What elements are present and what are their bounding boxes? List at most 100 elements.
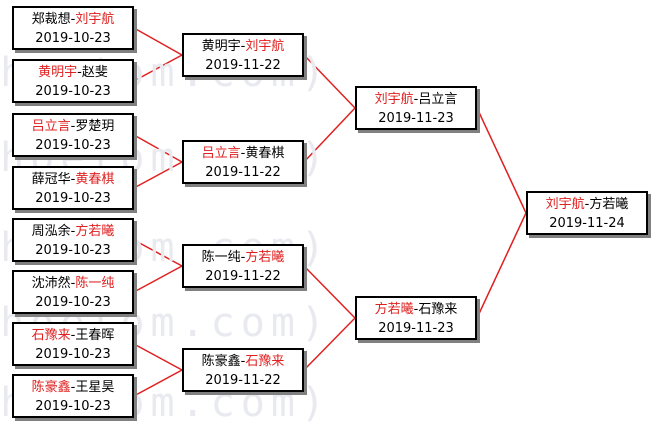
match-date: 2019-10-23 bbox=[35, 295, 111, 310]
connector-line bbox=[133, 161, 183, 189]
player-name: 方若曦 bbox=[75, 224, 115, 239]
connector-line bbox=[476, 212, 527, 319]
match-date: 2019-10-23 bbox=[35, 84, 111, 99]
player-name: 吕立言 bbox=[418, 92, 458, 107]
connector-line bbox=[303, 317, 356, 371]
match-date: 2019-10-23 bbox=[35, 138, 111, 153]
match-players: 黄明宇-赵斐 bbox=[14, 63, 132, 83]
match-players: 吕立言-黄春棋 bbox=[184, 144, 302, 164]
separator: - bbox=[70, 224, 76, 239]
separator: - bbox=[584, 197, 590, 212]
separator: - bbox=[70, 12, 76, 27]
connector-line bbox=[133, 265, 183, 293]
connector-line bbox=[133, 134, 183, 163]
player-name: 王星昊 bbox=[75, 380, 115, 395]
player-name: 黄明宇 bbox=[38, 65, 78, 80]
match-date: 2019-10-23 bbox=[35, 399, 111, 414]
separator: - bbox=[240, 146, 246, 161]
connector-line bbox=[133, 54, 183, 82]
match-date: 2019-10-23 bbox=[35, 243, 111, 258]
player-name: 吕立言 bbox=[31, 119, 71, 134]
separator: - bbox=[70, 172, 76, 187]
match-date: 2019-11-22 bbox=[205, 58, 281, 73]
player-name: 石豫来 bbox=[245, 354, 285, 369]
match-players: 陈豪鑫-石豫来 bbox=[184, 352, 302, 372]
player-name: 方若曦 bbox=[589, 197, 629, 212]
player-name: 陈豪鑫 bbox=[31, 380, 71, 395]
separator: - bbox=[240, 39, 246, 54]
connector-line bbox=[133, 27, 183, 56]
player-name: 薛冠华 bbox=[31, 172, 71, 187]
match-date: 2019-11-22 bbox=[205, 269, 281, 284]
separator: - bbox=[70, 276, 76, 291]
connector-line bbox=[303, 54, 356, 109]
player-name: 沈沛然 bbox=[31, 276, 71, 291]
player-name: 刘宇航 bbox=[245, 39, 285, 54]
match-players: 薛冠华-黄春棋 bbox=[14, 170, 132, 190]
match-date: 2019-11-22 bbox=[205, 165, 281, 180]
player-name: 黄春棋 bbox=[75, 172, 115, 187]
player-name: 陈一纯 bbox=[201, 250, 241, 265]
match-players: 周泓余-方若曦 bbox=[14, 222, 132, 242]
connector-line bbox=[133, 369, 183, 397]
player-name: 刘宇航 bbox=[75, 12, 115, 27]
match-date: 2019-11-23 bbox=[378, 111, 454, 126]
connector-line bbox=[303, 265, 356, 319]
match-date: 2019-11-24 bbox=[549, 216, 625, 231]
separator: - bbox=[70, 119, 76, 134]
player-name: 陈豪鑫 bbox=[201, 354, 241, 369]
player-name: 王春晖 bbox=[75, 328, 115, 343]
match-box[interactable]: 刘宇航-方若曦 2019-11-24 bbox=[526, 191, 648, 235]
connector-line bbox=[476, 107, 527, 214]
player-name: 方若曦 bbox=[245, 250, 285, 265]
player-name: 吕立言 bbox=[201, 146, 241, 161]
match-date: 2019-10-23 bbox=[35, 191, 111, 206]
player-name: 刘宇航 bbox=[374, 92, 414, 107]
separator: - bbox=[240, 250, 246, 265]
player-name: 石豫来 bbox=[31, 328, 71, 343]
separator: - bbox=[240, 354, 246, 369]
match-date: 2019-11-22 bbox=[205, 373, 281, 388]
separator: - bbox=[413, 92, 419, 107]
match-date: 2019-10-23 bbox=[35, 31, 111, 46]
player-name: 郑裁想 bbox=[31, 12, 71, 27]
player-name: 方若曦 bbox=[374, 302, 414, 317]
player-name: 周泓余 bbox=[31, 224, 71, 239]
player-name: 陈一纯 bbox=[75, 276, 115, 291]
match-box[interactable]: 石豫来-王春晖 2019-10-23 bbox=[12, 322, 134, 366]
match-date: 2019-10-23 bbox=[35, 347, 111, 362]
match-box[interactable]: 刘宇航-吕立言 2019-11-23 bbox=[355, 86, 477, 130]
player-name: 刘宇航 bbox=[545, 197, 585, 212]
match-players: 方若曦-石豫来 bbox=[357, 300, 475, 320]
match-players: 沈沛然-陈一纯 bbox=[14, 274, 132, 294]
match-players: 陈豪鑫-王星昊 bbox=[14, 378, 132, 398]
player-name: 石豫来 bbox=[418, 302, 458, 317]
player-name: 黄明宇 bbox=[201, 39, 241, 54]
match-players: 黄明宇-刘宇航 bbox=[184, 37, 302, 57]
match-box[interactable]: 郑裁想-刘宇航 2019-10-23 bbox=[12, 6, 134, 50]
match-players: 陈一纯-方若曦 bbox=[184, 248, 302, 268]
separator: - bbox=[70, 328, 76, 343]
connector-line bbox=[133, 239, 183, 267]
separator: - bbox=[413, 302, 419, 317]
connector-line bbox=[303, 107, 356, 163]
connector-line bbox=[133, 343, 183, 371]
separator: - bbox=[70, 380, 76, 395]
match-players: 吕立言-罗楚玥 bbox=[14, 117, 132, 137]
match-date: 2019-11-23 bbox=[378, 321, 454, 336]
player-name: 罗楚玥 bbox=[75, 119, 115, 134]
player-name: 赵斐 bbox=[81, 65, 108, 80]
